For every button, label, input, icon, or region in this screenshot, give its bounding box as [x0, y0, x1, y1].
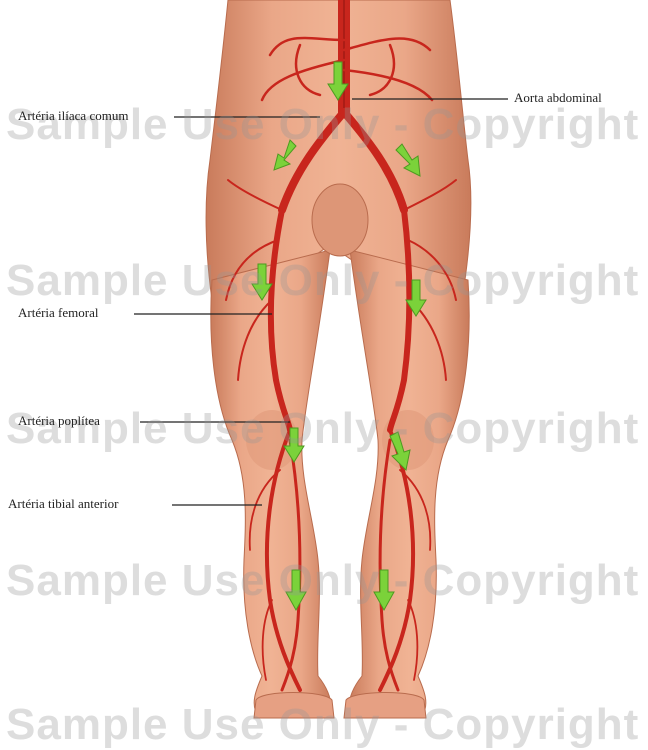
- label-arteria-femoral: Artéria femoral: [18, 305, 98, 321]
- label-aorta-abdominal: Aorta abdominal: [514, 90, 602, 106]
- label-arteria-iliaca-comum: Artéria ilíaca comum: [18, 108, 128, 124]
- groin-shading: [312, 184, 368, 256]
- label-arteria-poplitea: Artéria poplítea: [18, 413, 100, 429]
- left-foot: [344, 693, 426, 719]
- label-arteria-tibial-anterior: Artéria tibial anterior: [8, 496, 118, 512]
- right-foot: [254, 693, 334, 719]
